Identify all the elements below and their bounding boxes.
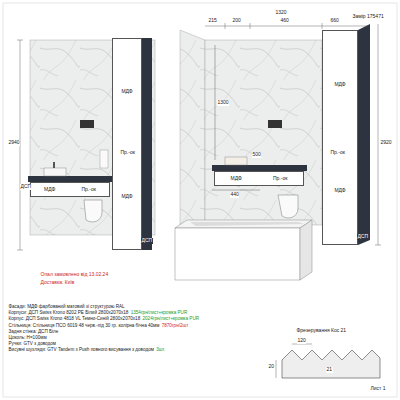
dimension: 215: [208, 18, 217, 24]
spec-note: Корпуси: ДСП Swiss Krono 8202 PE Білий 2…: [8, 310, 129, 315]
material-label: МДФ: [121, 194, 132, 200]
spacer: ​: [141, 316, 142, 321]
material-label: Пр.-ок: [120, 150, 135, 156]
spec-note: 1354грн/лист+кромка PUR: [130, 310, 188, 315]
dimension: 460: [280, 18, 289, 24]
order-note: Доставка: Київ: [40, 280, 75, 286]
dimension: 2920: [380, 140, 392, 146]
sheet-label: Лист 1: [370, 386, 386, 392]
vanity-cabinet: МДФ Пр.-ок: [214, 171, 304, 186]
tall-cabinet: МДФ МДФ: [322, 30, 358, 245]
dimension: 1320: [275, 10, 287, 16]
order-note: Опал замовлено від 13.02.24: [40, 272, 109, 278]
spec-note: Ручки: GTV з доводом: [8, 341, 56, 346]
spec-note: 3шт.: [156, 347, 166, 352]
dimension: 440: [230, 192, 239, 198]
vanity-cabinet: МДФ Пр.-ок: [30, 182, 110, 197]
spec-note: 7870грн/2шт: [161, 323, 189, 328]
section-title: Фрезерування Кос 21: [296, 328, 347, 334]
spacer: ​: [129, 310, 130, 315]
material-label: МДФ: [334, 82, 345, 88]
spec-note: Задня стінка: ДСП Біле: [8, 329, 59, 334]
material-label: ДСП: [357, 234, 369, 240]
spec-note: 2024грн/лист+кромка PUR: [142, 316, 200, 321]
dimension: 120: [297, 338, 306, 344]
spacer: ​: [160, 323, 161, 328]
material-label: Пр.-ок: [82, 187, 96, 193]
dimension: 660: [330, 18, 339, 24]
dimension: 500: [252, 152, 261, 158]
spec-note: Висувні шухляди: GTV Tandem з Push повно…: [8, 347, 154, 352]
material-label: ДСП: [141, 238, 153, 244]
dimension: 1300: [217, 100, 229, 106]
material-label: МДФ: [334, 188, 345, 194]
tall-cabinet: МДФ МДФ: [112, 38, 142, 250]
material-label: Пр.-ок: [273, 176, 287, 182]
notes-block: Фасади: МДФ фарбований матовий зі структ…: [8, 304, 270, 354]
sheet-number: Замір 175471: [352, 14, 384, 20]
spacer: ​: [154, 347, 155, 352]
material-label: ДСП: [20, 184, 32, 190]
spec-note: Стільниця: Стільниця ПСО 6019 48 черв.-п…: [8, 323, 160, 328]
dimension: 2940: [8, 140, 20, 146]
material-label: МДФ: [44, 187, 55, 193]
spec-note: Цоколь: Н=100мм: [8, 335, 47, 340]
spec-note: Корпус: ДСП Swiss Krono 4818 VL Темно-Си…: [8, 316, 141, 321]
material-label: МДФ: [121, 89, 132, 95]
material-label: МДФ: [231, 176, 242, 182]
spec-note: Фасади: МДФ фарбований матовий зі структ…: [8, 304, 125, 309]
dimension: 21: [326, 367, 333, 373]
dimension: 200: [232, 18, 241, 24]
dimension: 20: [268, 364, 275, 370]
material-label: Пр.-ок: [330, 150, 345, 156]
